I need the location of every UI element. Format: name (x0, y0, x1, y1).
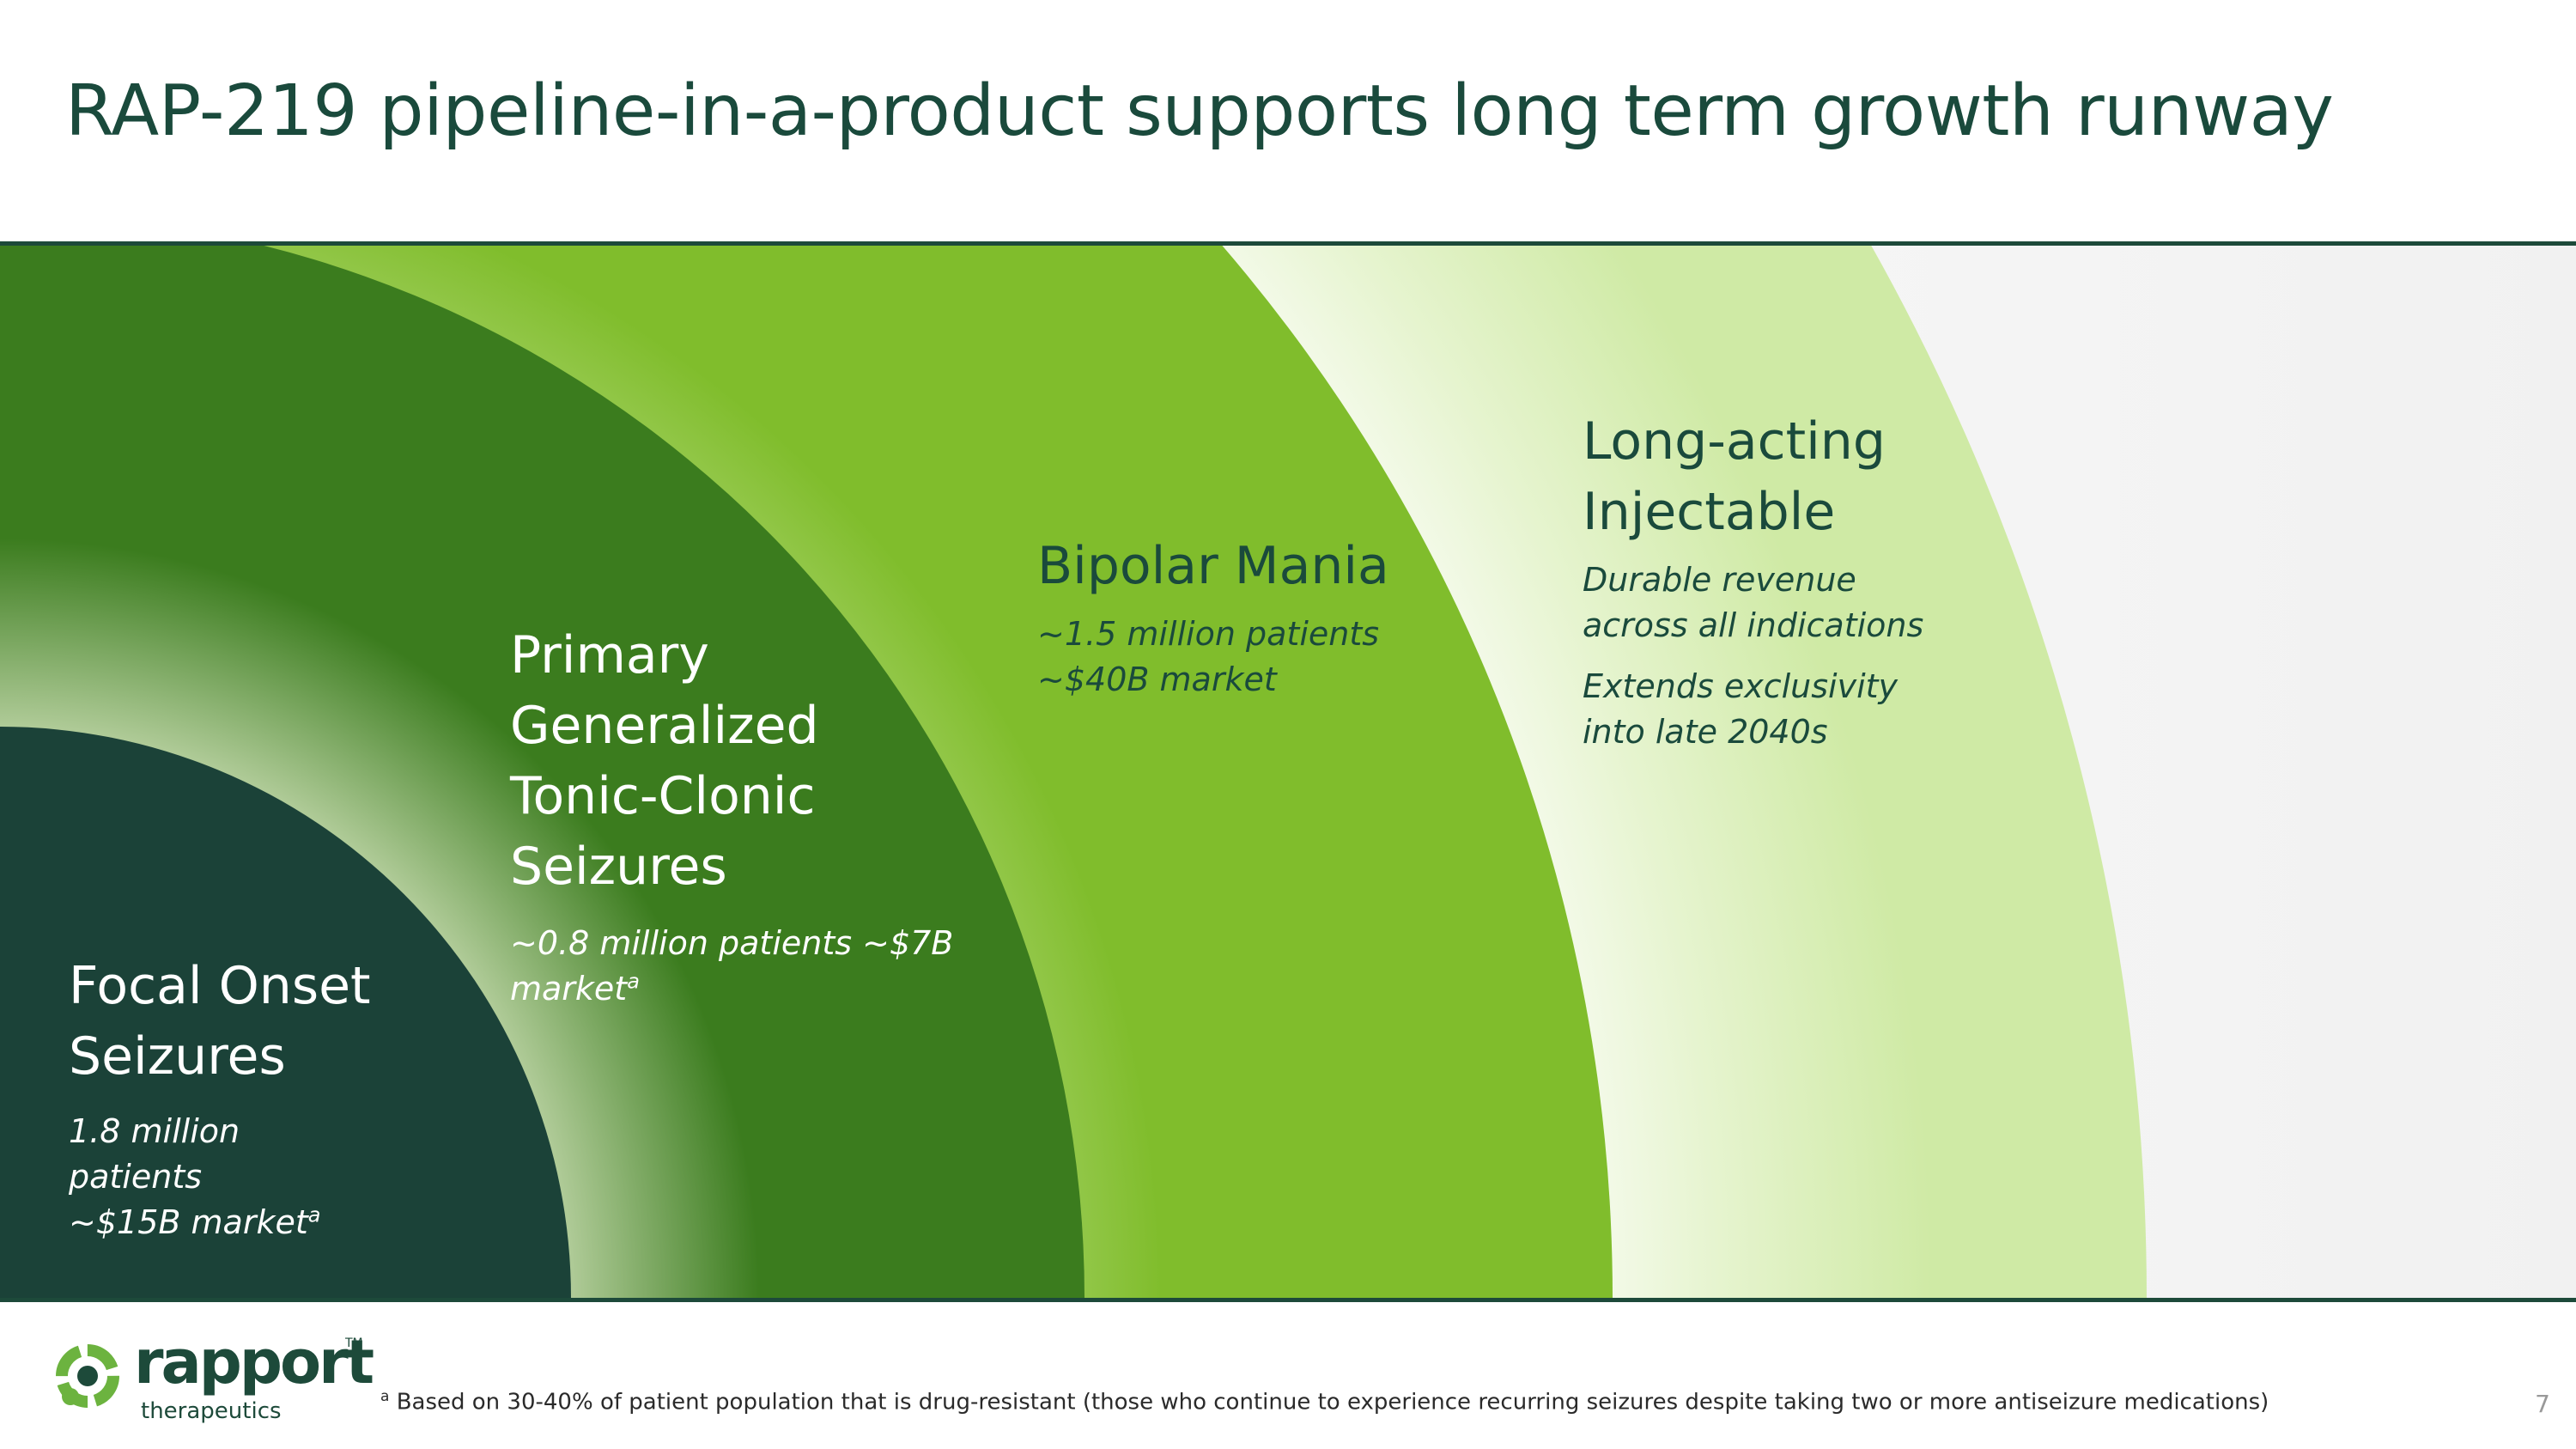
bipolar-market: ~$40B market (1037, 661, 1277, 698)
segment-long-acting-injectable: Long-acting Injectable Durable revenue a… (1583, 406, 1960, 755)
footnote-marker: a (380, 1388, 390, 1405)
logo-subtitle: therapeutics (141, 1398, 282, 1424)
lai-line-revenue: Durable revenue across all indications (1583, 561, 1924, 644)
arc-focal-onset-seizures (0, 727, 571, 1298)
rapport-logo: rapport TM therapeutics (48, 1327, 374, 1433)
bottom-divider (0, 1298, 2576, 1302)
pipeline-diagram: Focal Onset Seizures 1.8 million patient… (0, 246, 2576, 1298)
focal-onset-footnote-marker: a (307, 1202, 321, 1227)
logo-wordmark: rapport (134, 1327, 374, 1397)
top-divider (0, 241, 2576, 246)
bipolar-heading: Bipolar Mania (1037, 536, 1389, 596)
segment-pgtc: Primary Generalized Tonic-Clonic Seizure… (510, 620, 957, 1012)
footnote-text: Based on 30-40% of patient population th… (396, 1389, 2269, 1416)
lai-line-exclusivity: Extends exclusivity into late 2040s (1583, 667, 1899, 751)
footnote: a Based on 30-40% of patient population … (380, 1388, 2269, 1416)
rapport-mark-icon (56, 1344, 119, 1408)
pgtc-stats: ~0.8 million patients ~$7B market (510, 924, 954, 1008)
pgtc-heading: Primary Generalized Tonic-Clonic Seizure… (510, 625, 819, 897)
bipolar-patients: ~1.5 million patients (1037, 615, 1380, 653)
lai-heading: Long-acting Injectable (1583, 411, 1886, 542)
page-number: 7 (2535, 1390, 2550, 1418)
nested-arcs (0, 246, 2576, 1298)
pgtc-footnote-marker: a (627, 969, 640, 994)
logo-trademark: TM (345, 1336, 363, 1350)
focal-onset-market: ~$15B market (69, 1203, 308, 1241)
focal-onset-patients: 1.8 million patients (69, 1112, 240, 1196)
slide-title: RAP-219 pipeline-in-a-product supports l… (65, 70, 2334, 152)
segment-focal-onset: Focal Onset Seizures 1.8 million patient… (69, 951, 378, 1245)
segment-bipolar-mania: Bipolar Mania ~1.5 million patients ~$40… (1037, 531, 1432, 703)
focal-onset-heading: Focal Onset Seizures (69, 956, 371, 1087)
